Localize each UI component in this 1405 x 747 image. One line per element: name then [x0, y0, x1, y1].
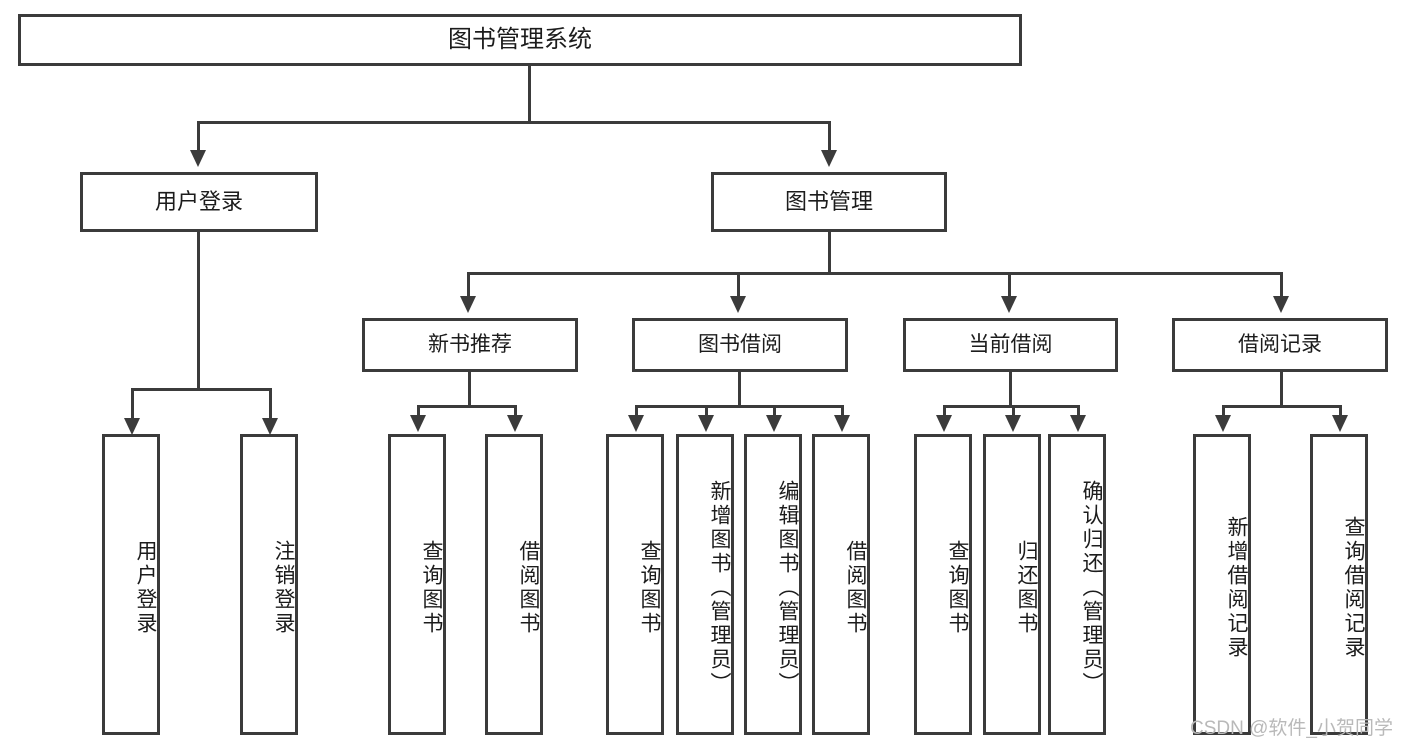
connector-new-book-bar	[417, 405, 517, 408]
connector-root-to-book-mgmt	[828, 121, 831, 152]
leaf-label: 查询图书	[638, 539, 661, 636]
connector-book-borrow-stem	[738, 372, 741, 405]
connector-root-bar	[197, 121, 831, 124]
node-user-login[interactable]: 用户登录	[80, 172, 318, 232]
connector-current-borrow-drop-1	[943, 405, 946, 418]
node-label: 图书借阅	[698, 333, 782, 357]
connector-new-book-stem	[468, 372, 471, 405]
node-label: 图书管理	[784, 188, 873, 214]
connector-user-login-drop-2	[269, 388, 272, 420]
arrow-book-mgmt-to-current-borrow	[1001, 296, 1017, 313]
arrow-book-mgmt-to-new-book	[460, 296, 476, 313]
connector-current-borrow-bar	[943, 405, 1077, 408]
leaf-borrow-record-add-record[interactable]: 新增借阅记录	[1193, 434, 1251, 735]
leaf-label: 查询图书	[946, 539, 969, 636]
leaf-new-book-borrow-book[interactable]: 借阅图书	[485, 434, 543, 735]
connector-book-borrow-bar	[635, 405, 843, 408]
leaf-current-borrow-return-book[interactable]: 归还图书	[983, 434, 1041, 735]
arrow-root-to-book-mgmt	[821, 150, 837, 167]
node-label: 新书推荐	[428, 333, 512, 357]
leaf-label: 查询借阅记录	[1342, 515, 1365, 660]
connector-book-mgmt-bar	[467, 272, 1283, 275]
node-label: 图书管理系统	[448, 25, 592, 53]
connector-current-borrow-stem	[1009, 372, 1012, 405]
connector-book-mgmt-stem	[828, 232, 831, 272]
arrow-book-borrow-leaf-1	[628, 415, 644, 432]
node-label: 当前借阅	[968, 333, 1053, 357]
node-borrow-record[interactable]: 借阅记录	[1172, 318, 1388, 372]
arrow-book-borrow-leaf-2	[698, 415, 714, 432]
node-root-library-system[interactable]: 图书管理系统	[18, 14, 1022, 66]
arrow-new-book-leaf-2	[507, 415, 523, 432]
connector-new-book-drop-1	[417, 405, 420, 418]
connector-new-book-drop-2	[514, 405, 517, 418]
leaf-current-borrow-confirm-return-admin[interactable]: 确认归还（管理员）	[1048, 434, 1106, 735]
leaf-borrow-record-query-record[interactable]: 查询借阅记录	[1310, 434, 1368, 735]
arrow-current-borrow-leaf-2	[1005, 415, 1021, 432]
connector-root-to-user-login	[197, 121, 200, 152]
node-book-management[interactable]: 图书管理	[711, 172, 947, 232]
leaf-book-borrow-edit-book-admin[interactable]: 编辑图书（管理员）	[744, 434, 802, 735]
connector-user-login-bar	[131, 388, 270, 391]
arrow-current-borrow-leaf-3	[1070, 415, 1086, 432]
leaf-label: 注销登录	[272, 539, 295, 636]
leaf-label: 新增借阅记录	[1225, 515, 1248, 660]
leaf-label: 新增图书（管理员）	[708, 479, 731, 696]
node-new-book-recommend[interactable]: 新书推荐	[362, 318, 578, 372]
arrow-user-login-leaf-2	[262, 418, 278, 435]
leaf-label: 查询图书	[420, 539, 443, 636]
leaf-user-login-logout[interactable]: 注销登录	[240, 434, 298, 735]
connector-book-borrow-drop-4	[841, 405, 844, 418]
leaf-label: 用户登录	[134, 539, 157, 636]
leaf-user-login-login[interactable]: 用户登录	[102, 434, 160, 735]
leaf-label: 编辑图书（管理员）	[776, 479, 799, 696]
leaf-book-borrow-borrow-book[interactable]: 借阅图书	[812, 434, 870, 735]
arrow-borrow-record-leaf-1	[1215, 415, 1231, 432]
connector-root-stem	[528, 66, 531, 121]
node-label: 借阅记录	[1238, 333, 1322, 357]
connector-current-borrow-drop-3	[1077, 405, 1080, 418]
arrow-book-borrow-leaf-3	[766, 415, 782, 432]
node-book-borrow[interactable]: 图书借阅	[632, 318, 848, 372]
connector-book-mgmt-drop-3	[1008, 272, 1011, 298]
leaf-label: 借阅图书	[844, 539, 867, 636]
connector-user-login-stem	[197, 232, 200, 388]
connector-current-borrow-drop-2	[1012, 405, 1015, 418]
leaf-label: 确认归还（管理员）	[1080, 479, 1103, 696]
leaf-label: 借阅图书	[517, 539, 540, 636]
node-current-borrow[interactable]: 当前借阅	[903, 318, 1118, 372]
arrow-new-book-leaf-1	[410, 415, 426, 432]
connector-book-mgmt-drop-2	[737, 272, 740, 298]
connector-borrow-record-drop-2	[1339, 405, 1342, 418]
arrow-user-login-leaf-1	[124, 418, 140, 435]
connector-book-borrow-drop-2	[705, 405, 708, 418]
connector-book-borrow-drop-3	[773, 405, 776, 418]
leaf-current-borrow-query-book[interactable]: 查询图书	[914, 434, 972, 735]
connector-user-login-drop-1	[131, 388, 134, 420]
arrow-book-mgmt-to-book-borrow	[730, 296, 746, 313]
node-label: 用户登录	[154, 188, 243, 214]
leaf-book-borrow-query-book[interactable]: 查询图书	[606, 434, 664, 735]
arrow-current-borrow-leaf-1	[936, 415, 952, 432]
connector-book-mgmt-drop-4	[1280, 272, 1283, 298]
leaf-new-book-query-book[interactable]: 查询图书	[388, 434, 446, 735]
connector-book-borrow-drop-1	[635, 405, 638, 418]
arrow-book-borrow-leaf-4	[834, 415, 850, 432]
connector-borrow-record-bar	[1222, 405, 1342, 408]
leaf-label: 归还图书	[1015, 539, 1038, 636]
leaf-book-borrow-add-book-admin[interactable]: 新增图书（管理员）	[676, 434, 734, 735]
csdn-watermark: CSDN @软件_小贺同学	[1190, 718, 1393, 739]
arrow-root-to-user-login	[190, 150, 206, 167]
connector-borrow-record-stem	[1280, 372, 1283, 405]
connector-borrow-record-drop-1	[1222, 405, 1225, 418]
arrow-book-mgmt-to-borrow-record	[1273, 296, 1289, 313]
connector-book-mgmt-drop-1	[467, 272, 470, 298]
arrow-borrow-record-leaf-2	[1332, 415, 1348, 432]
